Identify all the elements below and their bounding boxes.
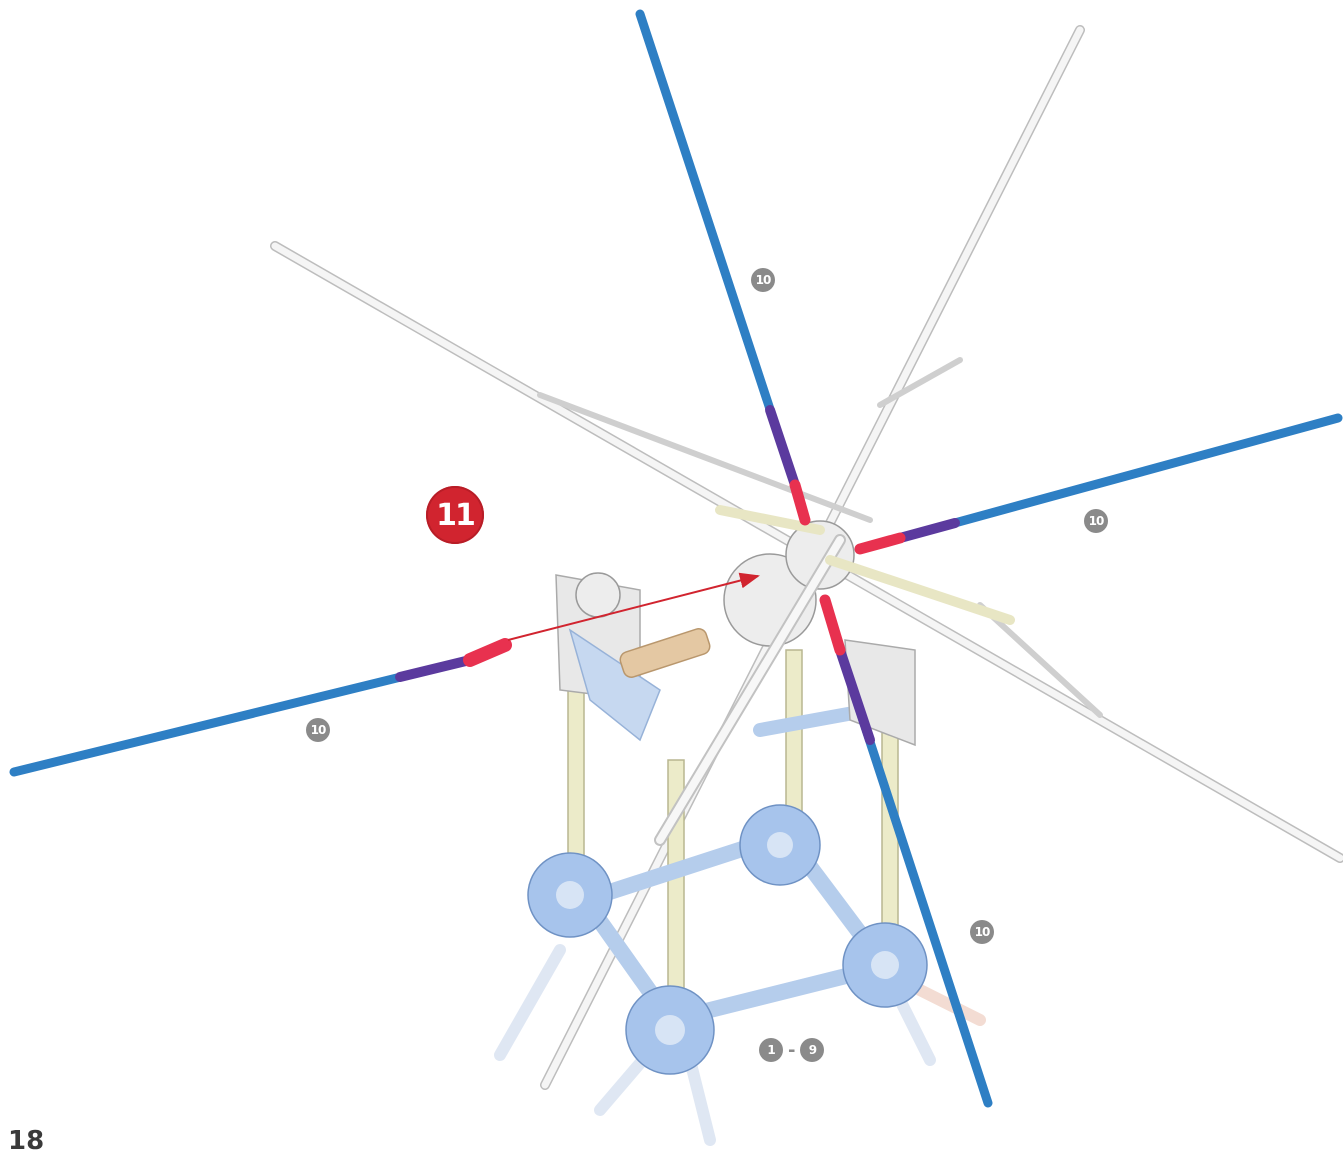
range-start-badge: 1 [759, 1038, 783, 1062]
blue-rods [9, 9, 1343, 1108]
callout-rod-left: 10 [306, 718, 330, 742]
range-separator: - [788, 1039, 796, 1061]
base-connectors [527, 804, 928, 1075]
page-number: 18 [8, 1126, 45, 1156]
insert-arrow [507, 572, 760, 641]
range-end-badge: 9 [800, 1038, 825, 1062]
previous-steps-range: 1 - 9 [759, 1038, 825, 1062]
callout-rod-right: 10 [1084, 509, 1108, 533]
step-number-badge: 11 [426, 486, 484, 544]
base-connector-cores [556, 832, 899, 1045]
callout-rod-bottom: 10 [970, 920, 994, 944]
callout-rod-top: 10 [751, 268, 775, 292]
front-white-rods [654, 505, 1015, 846]
